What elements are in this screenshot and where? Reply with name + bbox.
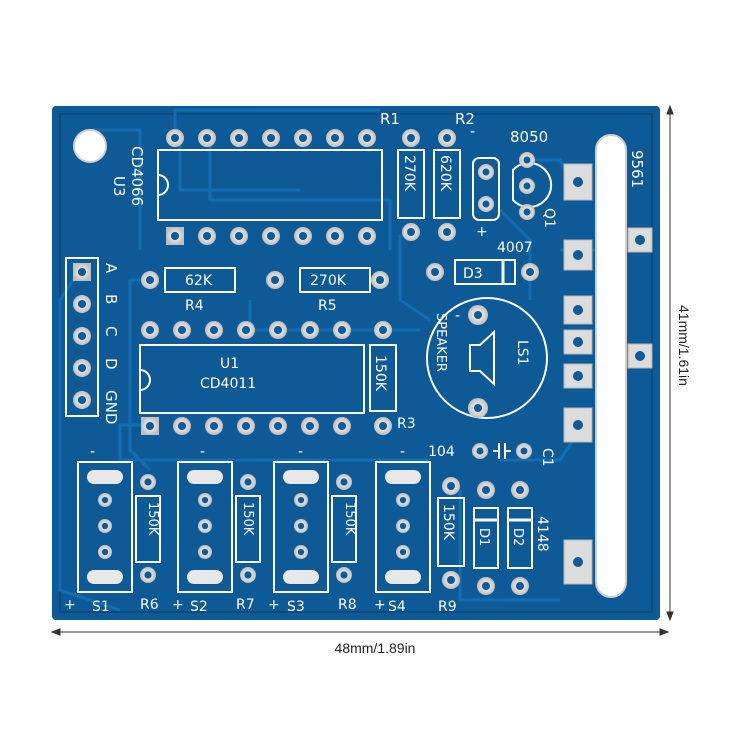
r3-pads	[374, 321, 392, 435]
diode-part-label: 4148	[534, 516, 550, 552]
r2-label: R2	[455, 110, 475, 128]
s1-minus: -	[90, 444, 95, 460]
r1-value-label: 270K	[401, 155, 417, 192]
header-label-c: C	[102, 326, 120, 336]
edge-label: 9561	[628, 150, 646, 188]
resistor-outline	[235, 495, 261, 563]
r9-label: R9	[438, 599, 457, 615]
r2-value-label: 620K	[437, 155, 453, 192]
u1-ref-label: U1	[220, 356, 239, 372]
plus-label-cap: +	[476, 224, 488, 240]
cap-pads	[478, 164, 494, 212]
r8-value-label: 150K	[342, 502, 357, 536]
r1-label: R1	[380, 110, 400, 128]
d3-part-label: 4007	[497, 240, 533, 256]
silkscreen-labels: CD4066 U3 R1 R2 270K 620K - 8050 Q1 + 40…	[64, 110, 646, 615]
r1-r2-pads	[402, 129, 456, 241]
c1-value-label: 104	[428, 444, 455, 460]
switch-pad	[385, 470, 421, 484]
r3-ref-label: R3	[397, 416, 416, 432]
s1-plus: +	[64, 597, 76, 613]
header-label-d: D	[102, 358, 120, 370]
r7-value-label: 150K	[240, 502, 255, 536]
d3-pads	[426, 263, 539, 281]
r3-value-label: 150K	[372, 355, 388, 392]
switch-outline	[177, 461, 233, 593]
d1-d2-r9-pads	[442, 477, 529, 595]
r7-label: R7	[236, 597, 255, 613]
r6-value-label: 150K	[145, 502, 160, 536]
r5-ref-label: R5	[318, 298, 337, 314]
header-label-a: A	[102, 263, 120, 274]
header-label-b: B	[102, 294, 120, 304]
r4-value-label: 62K	[185, 273, 213, 289]
u1-pins	[141, 321, 351, 435]
q1-pads	[519, 152, 535, 220]
switch-pad	[187, 470, 223, 484]
minus-label-speaker: -	[455, 308, 460, 324]
mounting-hole	[73, 129, 107, 163]
speaker-outline	[426, 297, 548, 419]
ls1-ref-label: LS1	[514, 340, 530, 366]
r6-label: R6	[140, 597, 159, 613]
q1-part-label: 8050	[510, 128, 548, 146]
r5-pads	[371, 271, 389, 289]
switch-footprints	[77, 461, 431, 593]
width-dimension-label: 48mm/1.89in	[334, 640, 416, 656]
c1-ref-label: C1	[539, 448, 555, 467]
header-pins	[73, 263, 91, 409]
s4-plus: +	[374, 597, 386, 613]
speaker-pads	[468, 305, 488, 418]
d2-ref-label: D2	[510, 528, 525, 546]
s2-label: S2	[190, 599, 208, 615]
u3-part-label: CD4066	[128, 146, 146, 206]
dimension-lines	[50, 104, 674, 636]
speaker-label: SPEAKER	[433, 313, 448, 372]
s2-plus: +	[172, 597, 184, 613]
switch-pad	[283, 470, 319, 484]
u3-pins	[166, 129, 376, 245]
switch-pad	[187, 570, 223, 584]
s3-minus: -	[298, 444, 303, 460]
s1-label: S1	[92, 599, 110, 615]
r4-pads	[141, 271, 284, 289]
height-dimension-label: 41mm/1.61in	[676, 305, 692, 386]
r8-label: R8	[338, 597, 357, 613]
s2-minus: -	[200, 444, 205, 460]
u1-part-label: CD4011	[200, 376, 256, 392]
r5-value-label: 270K	[310, 273, 347, 289]
d3-ref-label: D3	[463, 266, 483, 282]
switch-pad	[283, 570, 319, 584]
edge-connector-pads	[563, 163, 653, 585]
r4-ref-label: R4	[185, 298, 204, 314]
s4-minus: -	[400, 444, 405, 460]
s3-label: S3	[287, 599, 305, 615]
resistor-outline	[135, 495, 161, 563]
resistor-outline	[331, 495, 357, 563]
switch-pad	[87, 470, 123, 484]
s3-plus: +	[268, 597, 280, 613]
r9-value-label: 150K	[440, 504, 456, 541]
switch-outline	[77, 461, 133, 593]
switch-outline	[375, 461, 431, 593]
q1-ref-label: Q1	[541, 208, 557, 228]
c1-pads	[472, 443, 532, 459]
u3-ref-label: U3	[110, 176, 128, 197]
switch-pad	[87, 570, 123, 584]
header-label-gnd: GND	[102, 390, 120, 424]
edge-slot	[595, 134, 627, 598]
minus-label-r2: -	[470, 124, 475, 140]
switch-pad	[385, 570, 421, 584]
s4-label: S4	[388, 599, 406, 615]
switch-outline	[273, 461, 329, 593]
d1-ref-label: D1	[476, 528, 491, 546]
